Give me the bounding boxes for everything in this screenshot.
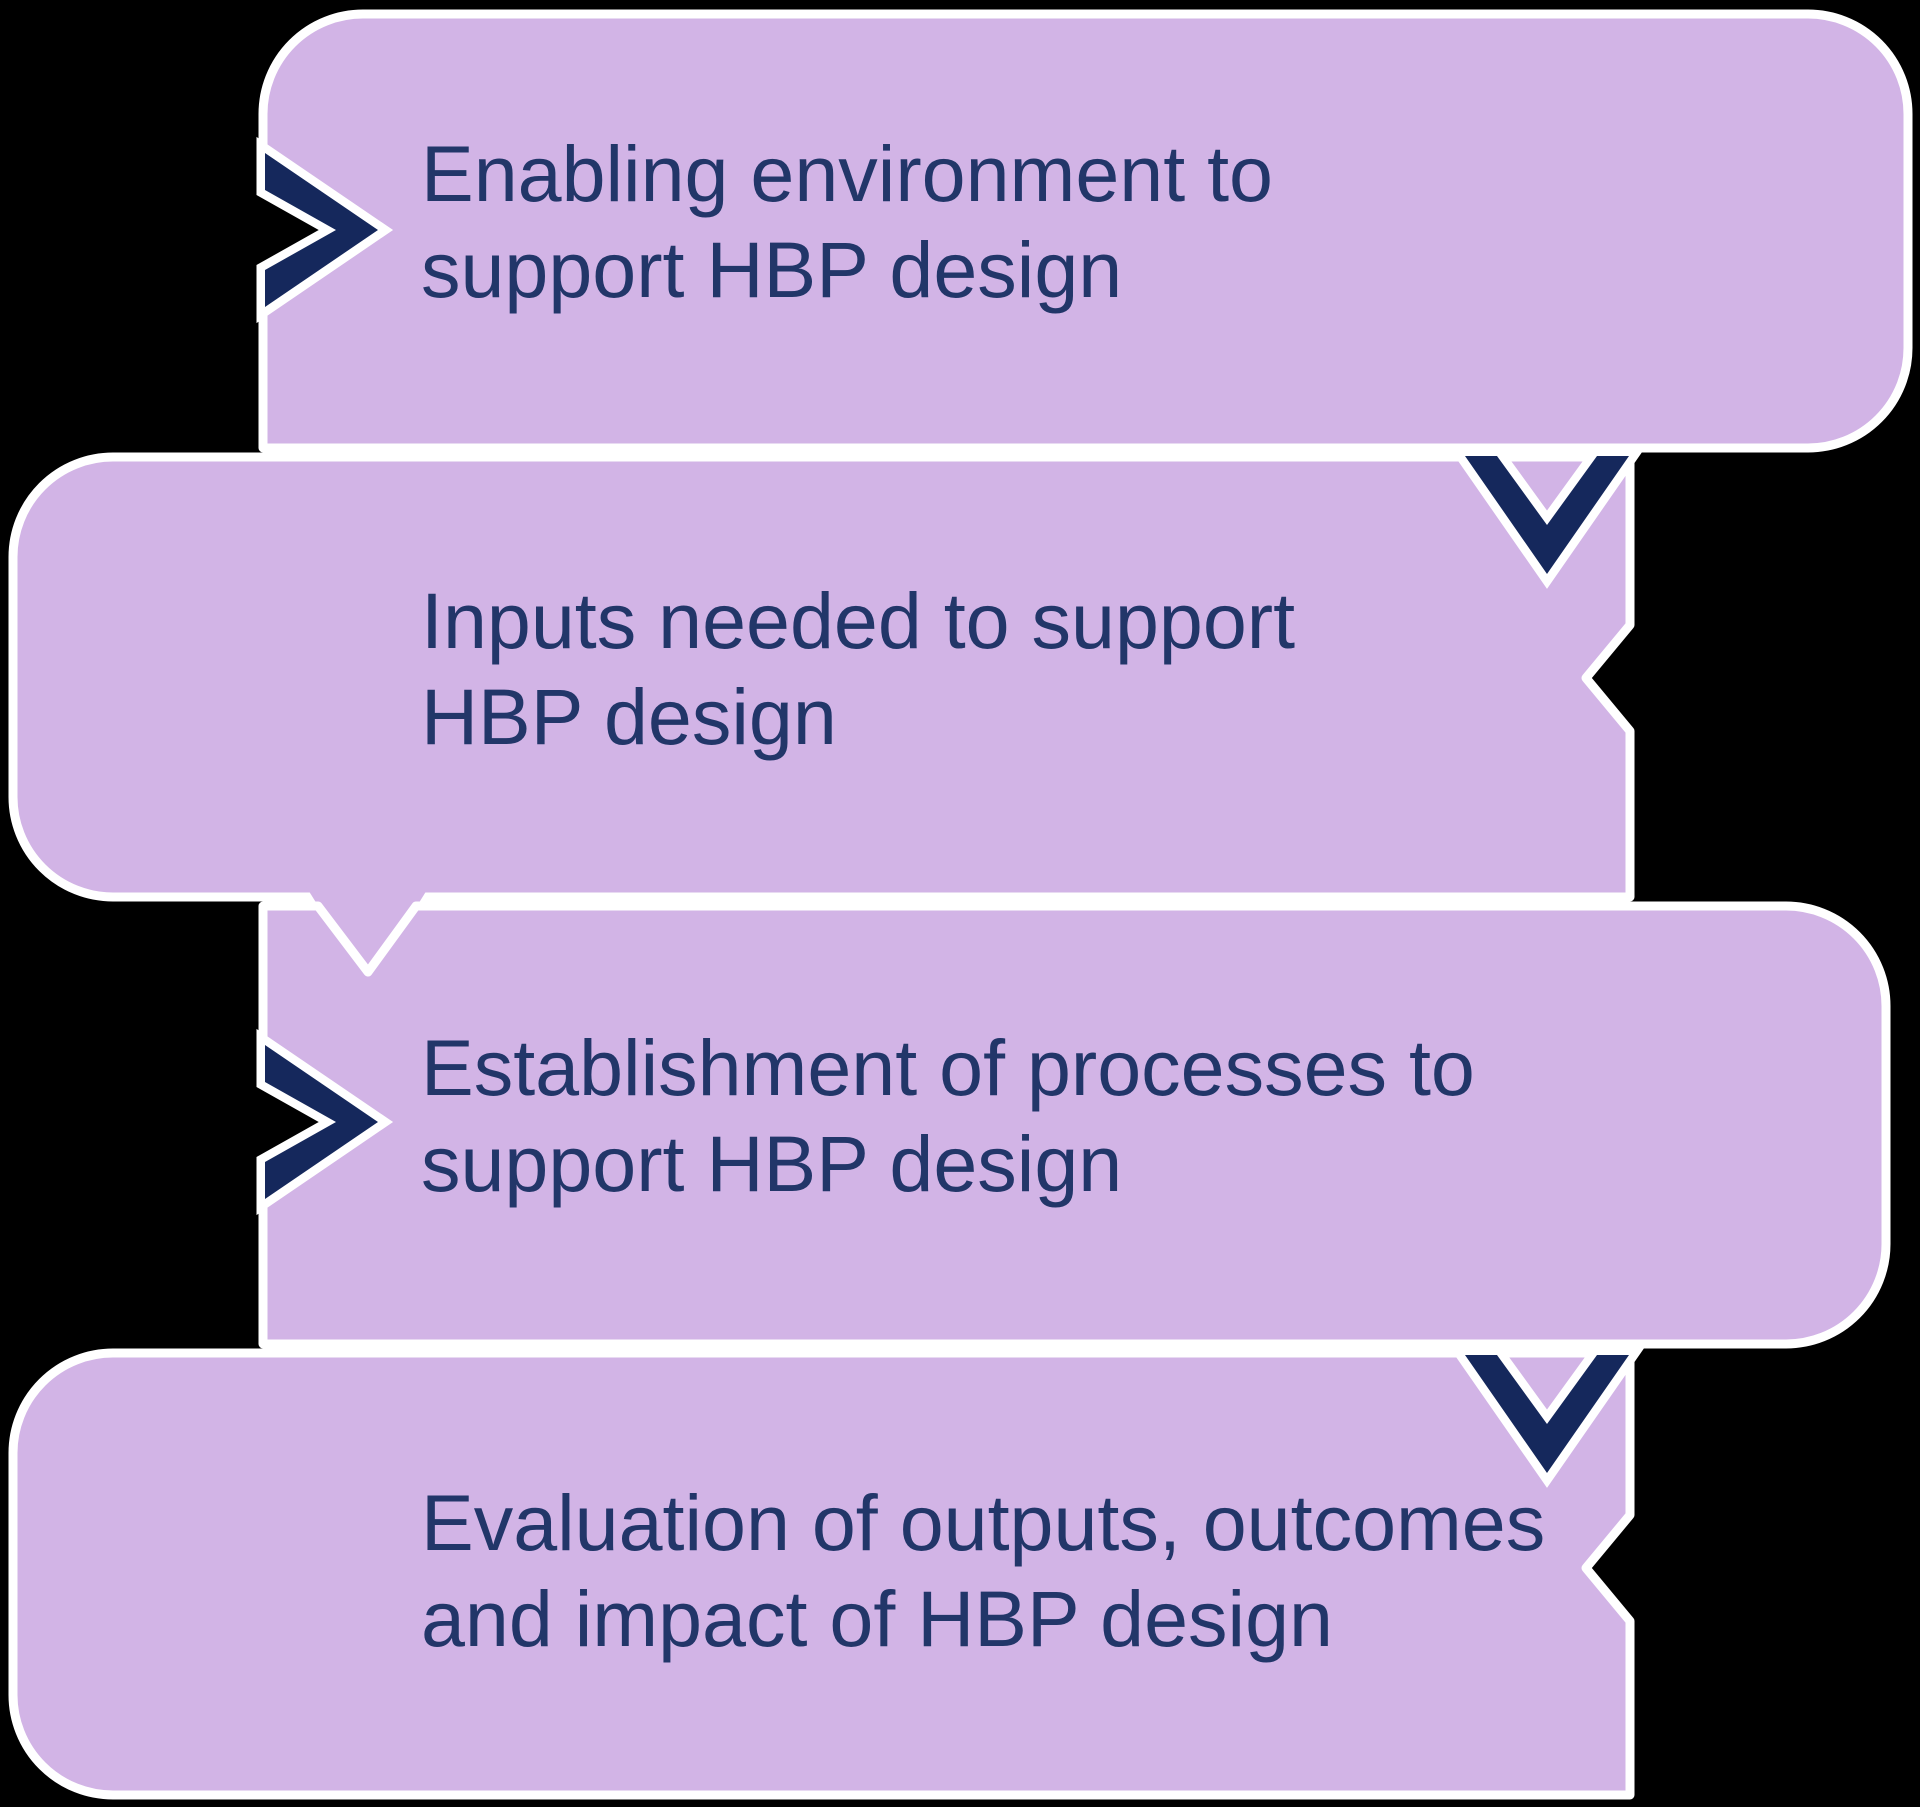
step-3-label: Establishment of processes to support HB… xyxy=(421,1023,1475,1208)
step-2-box xyxy=(8,452,1635,902)
step-3-box xyxy=(258,901,1891,1349)
step-1-box xyxy=(258,9,1913,453)
step-4-box xyxy=(8,1348,1635,1800)
step-2-label: Inputs needed to support HBP design xyxy=(421,576,1296,761)
chevron-right-icon xyxy=(256,1028,394,1216)
chevron-right-icon xyxy=(256,136,394,324)
step-1-label: Enabling environment to support HBP desi… xyxy=(421,129,1273,314)
chevron-down-icon xyxy=(1448,447,1646,589)
chevron-down-icon xyxy=(1448,1346,1646,1488)
step-4-label: Evaluation of outputs, outcomes and impa… xyxy=(421,1478,1546,1663)
connector-tail xyxy=(305,885,430,985)
